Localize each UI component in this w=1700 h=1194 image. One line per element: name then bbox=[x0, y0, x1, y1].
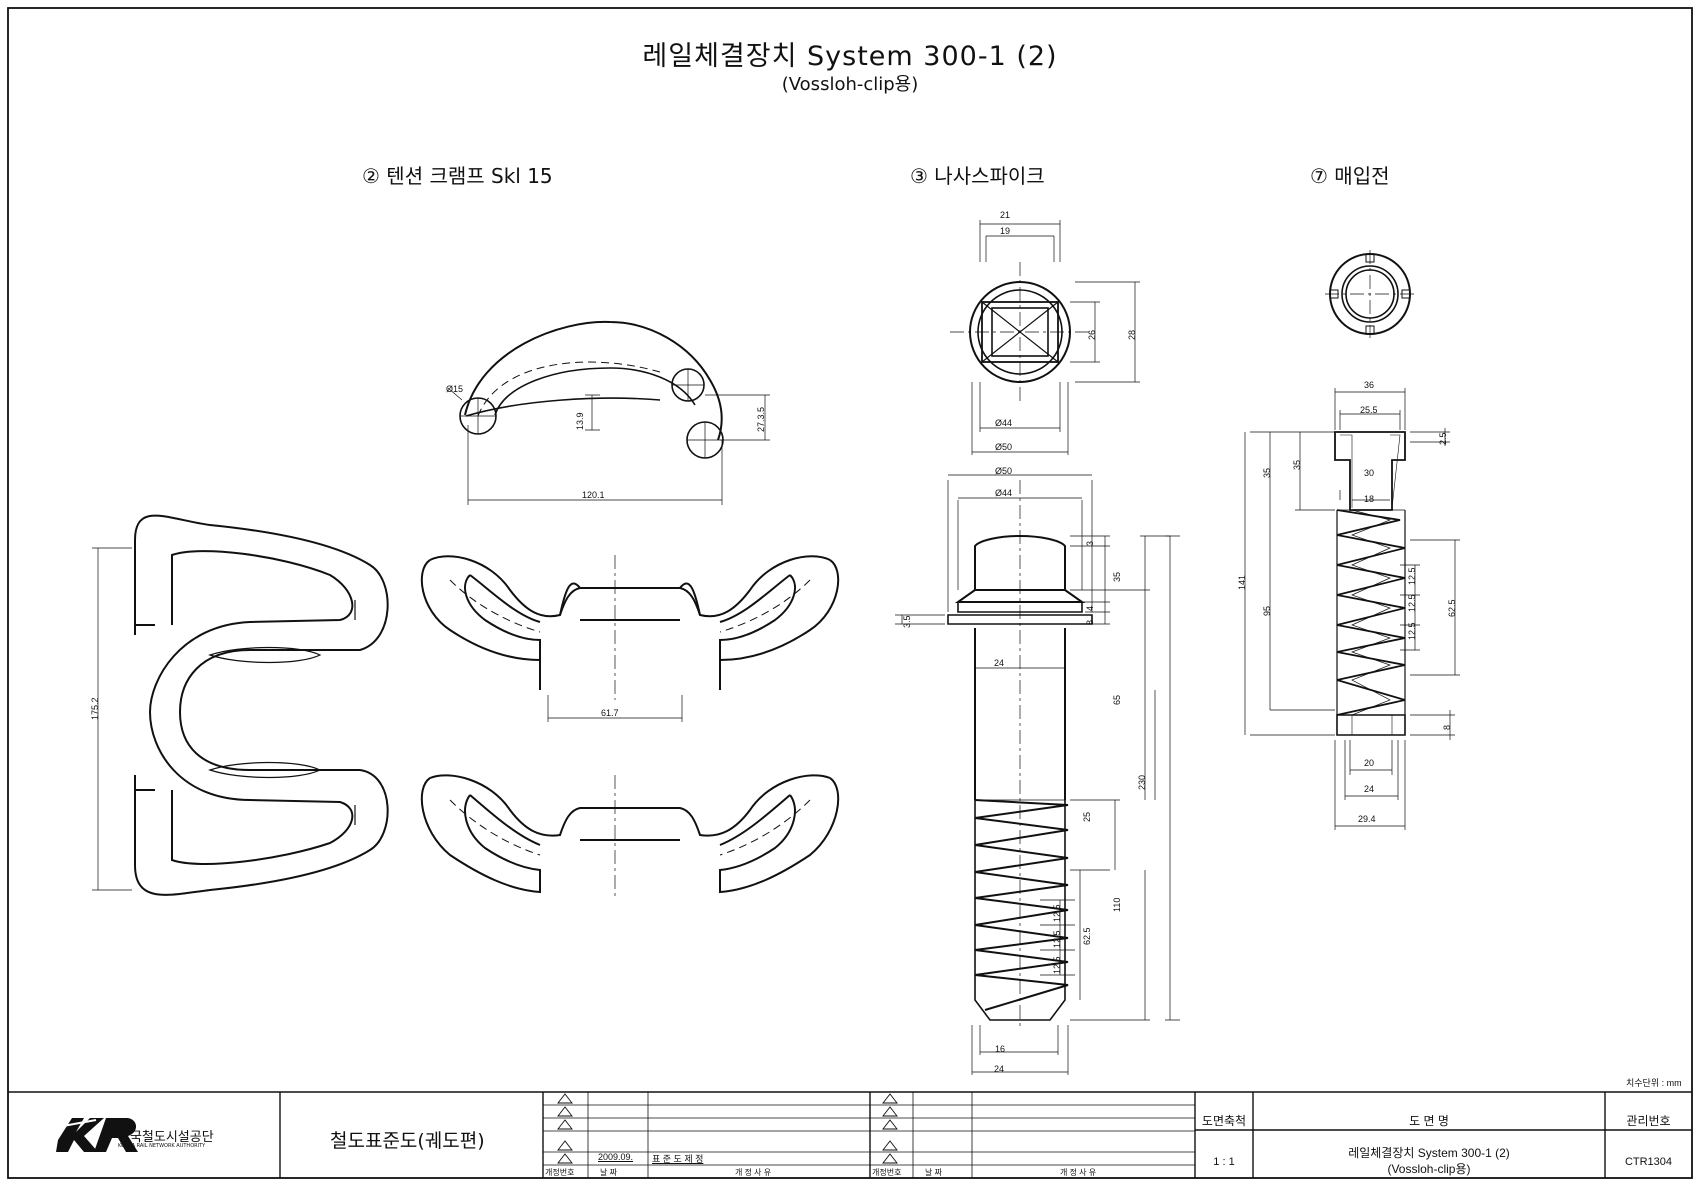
drawing-name-label: 도 면 명 bbox=[1409, 1114, 1449, 1128]
dim-dowel-2-5: 2.5 bbox=[1438, 432, 1448, 445]
mgmt-value: CTR1304 bbox=[1624, 1156, 1673, 1168]
dowel-top-view bbox=[1325, 250, 1415, 338]
dim-spike-26: 26 bbox=[1087, 329, 1097, 340]
clamp-plan-view bbox=[134, 514, 389, 896]
col-date: 날 짜 bbox=[600, 1168, 617, 1177]
dim-spike-110: 110 bbox=[1112, 897, 1122, 912]
part-number-3: ③ bbox=[910, 164, 928, 188]
dim-clamp-13-9: 13.9 bbox=[575, 412, 585, 430]
spike-top-view bbox=[950, 220, 1140, 455]
part-number-2: ② bbox=[362, 164, 380, 188]
part-label-tension-clamp: ② 텐션 크램프 Skl 15 bbox=[362, 160, 553, 189]
dim-dowel-95: 95 bbox=[1262, 605, 1272, 616]
dim-dowel-35b: 35 bbox=[1292, 459, 1302, 470]
dim-spike-28: 28 bbox=[1127, 329, 1137, 340]
dim-spike-35: 35 bbox=[1112, 571, 1122, 582]
clamp-front-upper bbox=[420, 555, 840, 690]
dim-dowel-141: 141 bbox=[1237, 574, 1247, 590]
dim-dowel-29-4: 29.4 bbox=[1358, 814, 1376, 824]
org-name: 한국철도시설공단 bbox=[118, 1130, 214, 1145]
drawing-subtitle: (Vossloh-clip용) bbox=[781, 74, 919, 95]
dim-spike-24: 24 bbox=[994, 658, 1005, 668]
dim-dowel-12-5c: 12.5 bbox=[1407, 622, 1417, 640]
col-rev-no-2: 개정번호 bbox=[872, 1168, 902, 1177]
drawing-title: 레일체결장치 System 300-1 (2) bbox=[642, 41, 1058, 72]
dim-spike-12-5a: 12.5 bbox=[1052, 904, 1062, 922]
drawing-name-line1: 레일체결장치 System 300-1 (2) bbox=[1348, 1146, 1510, 1160]
dim-spike-8: 8 bbox=[1085, 619, 1095, 625]
part-label-dowel: ⑦ 매입전 bbox=[1310, 160, 1390, 189]
dim-dowel-20: 20 bbox=[1364, 758, 1375, 768]
rev-date: 2009.09. bbox=[598, 1152, 634, 1162]
part-number-7: ⑦ bbox=[1310, 164, 1328, 188]
dim-dowel-24: 24 bbox=[1364, 784, 1375, 794]
dim-dowel-12-5a: 12.5 bbox=[1407, 567, 1417, 585]
dim-dowel-30: 30 bbox=[1364, 468, 1375, 478]
part-label-screw-spike: ③ 나사스파이크 bbox=[910, 160, 1045, 189]
dim-spike-12-5b: 12.5 bbox=[1052, 930, 1062, 948]
standard-name: 철도표준도(궤도편) bbox=[330, 1130, 485, 1152]
clamp-width-dim bbox=[547, 695, 683, 722]
dim-clamp-175-2: 175.2 bbox=[90, 697, 100, 720]
dim-spike-19: 19 bbox=[1000, 226, 1011, 236]
dim-spike-62-5: 62.5 bbox=[1082, 927, 1092, 945]
dim-spike-3: 3 bbox=[1085, 540, 1095, 546]
dim-spike-d50: Ø50 bbox=[995, 442, 1013, 452]
col-reason-2: 개 정 사 유 bbox=[1060, 1168, 1097, 1177]
dim-dowel-25-5: 25.5 bbox=[1360, 405, 1378, 415]
dim-spike-12-5c: 12.5 bbox=[1052, 956, 1062, 974]
dim-spike-side-d44: Ø44 bbox=[995, 488, 1013, 498]
sheet-border bbox=[7, 7, 1693, 1179]
dim-spike-16: 16 bbox=[995, 1044, 1006, 1054]
dim-spike-3-5: 3.5 bbox=[902, 615, 912, 628]
dim-spike-24b: 24 bbox=[994, 1064, 1005, 1074]
dim-spike-d44: Ø44 bbox=[995, 418, 1013, 428]
part-name-tension-clamp: 텐션 크램프 Skl 15 bbox=[386, 164, 553, 188]
scale-value: 1 : 1 bbox=[1213, 1156, 1235, 1168]
dim-dowel-62-5: 62.5 bbox=[1447, 599, 1457, 617]
dim-dowel-12-5b: 12.5 bbox=[1407, 594, 1417, 612]
mgmt-label: 관리번호 bbox=[1626, 1114, 1671, 1128]
dim-clamp-120-1: 120.1 bbox=[582, 490, 605, 500]
clamp-top-view bbox=[447, 320, 770, 505]
part-name-dowel: 매입전 bbox=[1334, 164, 1390, 188]
dim-spike-65: 65 bbox=[1112, 694, 1122, 705]
rev-reason: 표 준 도 제 정 bbox=[652, 1154, 704, 1164]
dim-dowel-36: 36 bbox=[1364, 380, 1375, 390]
dowel-section bbox=[1244, 388, 1460, 830]
drawing-name-line2: (Vossloh-clip용) bbox=[1387, 1162, 1471, 1176]
col-rev-no: 개정번호 bbox=[545, 1168, 575, 1177]
dim-clamp-27-3-5: 27.3.5 bbox=[756, 406, 766, 432]
col-reason: 개 정 사 유 bbox=[735, 1168, 772, 1177]
dim-spike-230: 230 bbox=[1137, 774, 1147, 790]
dim-spike-25: 25 bbox=[1082, 811, 1092, 822]
scale-label: 도면축척 bbox=[1201, 1114, 1247, 1128]
dim-dowel-35a: 35 bbox=[1262, 467, 1272, 478]
dim-clamp-d15: Ø15 bbox=[446, 384, 464, 394]
org-name-en: KOREA RAIL NETWORK AUTHORITY bbox=[118, 1143, 206, 1149]
dim-clamp-61-7: 61.7 bbox=[601, 708, 619, 718]
spike-side-view bbox=[895, 474, 1180, 1075]
col-date-2: 날 짜 bbox=[925, 1168, 942, 1177]
dim-spike-side-d50: Ø50 bbox=[995, 466, 1013, 476]
dim-spike-21: 21 bbox=[1000, 210, 1011, 220]
part-name-screw-spike: 나사스파이크 bbox=[934, 164, 1045, 188]
unit-note: 치수단위 : mm bbox=[1626, 1078, 1682, 1088]
title-block-lines bbox=[8, 1091, 1692, 1178]
dim-dowel-8: 8 bbox=[1442, 724, 1452, 730]
dim-dowel-18: 18 bbox=[1364, 494, 1375, 504]
clamp-front-lower bbox=[420, 774, 840, 894]
dim-spike-4: 4 bbox=[1085, 605, 1095, 611]
clamp-height-dim bbox=[92, 547, 132, 891]
